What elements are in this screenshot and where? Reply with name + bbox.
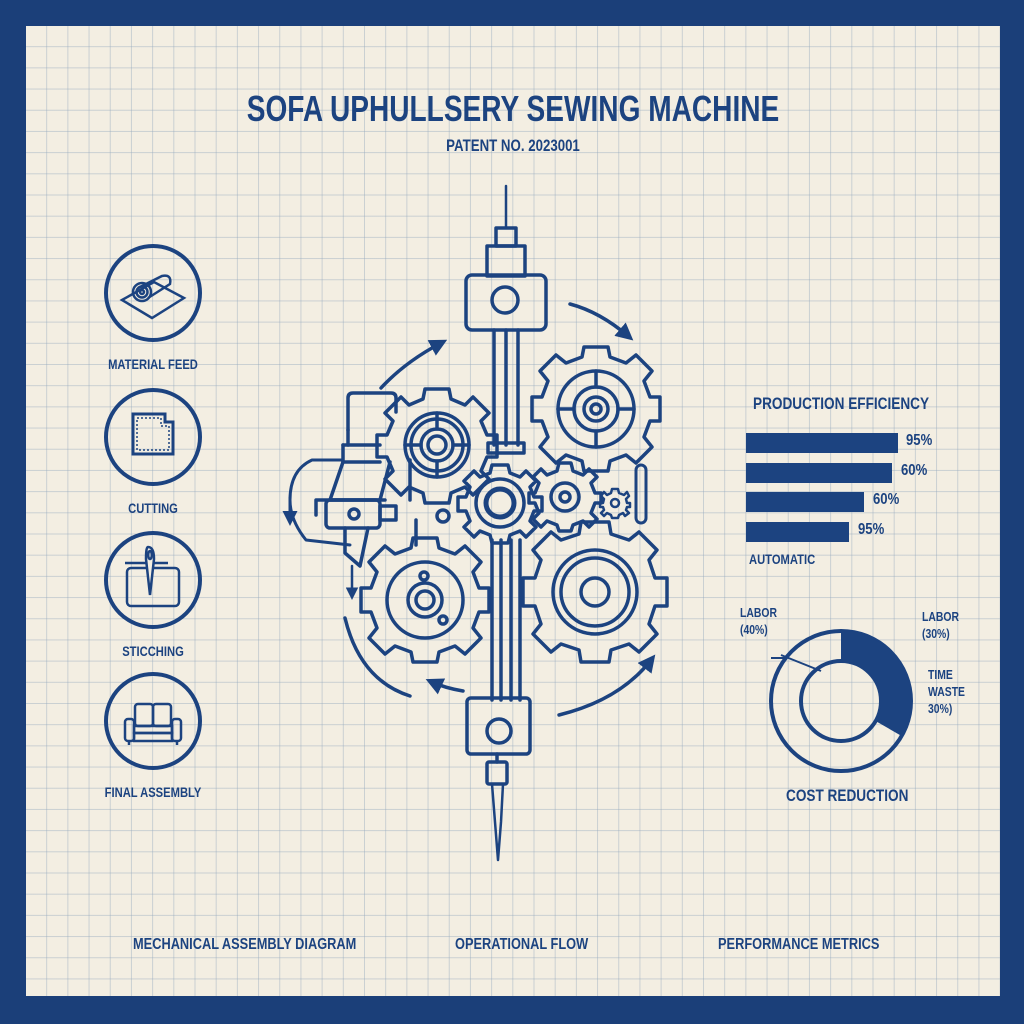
gear-small-right: [527, 461, 603, 533]
footer-mechanical-assembly: MECHANICAL ASSEMBLY DIAGRAM: [133, 936, 357, 953]
cost-reduction-donut: [769, 629, 913, 773]
donut-label-time-waste: TIME WASTE 30%): [928, 667, 965, 716]
donut-label-labor-40: LABOR (40%): [740, 605, 777, 637]
step-label: CUTTING: [128, 500, 178, 516]
bar-fill: [746, 463, 892, 483]
step-label: STICCHING: [122, 643, 184, 659]
donut-label-labor-30: LABOR (30%): [922, 609, 959, 641]
gear-center: [456, 463, 544, 545]
bar-value: 95%: [906, 432, 933, 449]
bar-fill: [746, 492, 864, 512]
gear-lower-left: [359, 536, 491, 664]
step-stitching: STICCHING: [88, 531, 218, 659]
step-label: MATERIAL FEED: [108, 356, 198, 372]
bar-fill: [746, 433, 898, 453]
footer-performance-metrics: PERFORMANCE METRICS: [718, 936, 880, 953]
step-cutting: CUTTING: [88, 388, 218, 516]
footer-operational-flow: OPERATIONAL FLOW: [455, 936, 589, 953]
bar-value: 95%: [858, 521, 885, 538]
step-final-assembly: FINAL ASSEMBLY: [88, 672, 218, 800]
graph-paper: SOFA UPHULLSERY SEWING MACHINE PATENT NO…: [26, 26, 1000, 996]
fabric-roll-icon: [104, 244, 202, 342]
patent-number: PATENT NO. 2023001: [446, 136, 580, 155]
bar-value: 60%: [873, 491, 900, 508]
cost-reduction-title: COST REDUCTION: [786, 786, 909, 805]
page-title: SOFA UPHULLSERY SEWING MACHINE: [246, 88, 780, 129]
bar-fill: [746, 522, 849, 542]
gear-upper-right: [530, 345, 662, 473]
step-material-feed: MATERIAL FEED: [88, 244, 218, 372]
sewing-machine-diagram: [282, 184, 669, 862]
sofa-icon: [104, 672, 202, 770]
gear-upper-left: [375, 387, 499, 505]
needle-icon: [104, 531, 202, 629]
gear-lower-right: [521, 520, 669, 664]
gear-tiny: [598, 487, 632, 520]
step-label: FINAL ASSEMBLY: [104, 784, 202, 800]
production-efficiency-title: PRODUCTION EFFICIENCY: [753, 394, 930, 413]
cut-pattern-icon: [104, 388, 202, 486]
efficiency-axis-label: AUTOMATIC: [749, 551, 816, 567]
bar-value: 60%: [901, 462, 928, 479]
